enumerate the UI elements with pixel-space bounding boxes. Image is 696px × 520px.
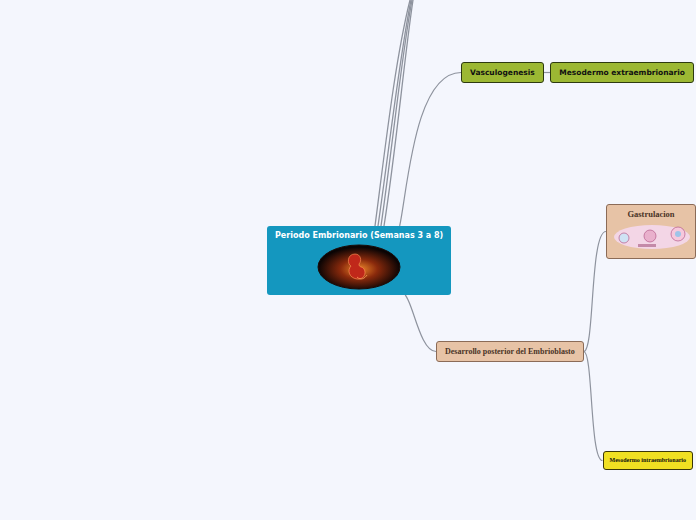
subtopic-box: Mesodermo extraembrionario [550,62,694,83]
topic-box: Vasculogenesis [461,62,544,83]
fetus-illustration [317,244,401,290]
node-label: Vasculogenesis [470,68,535,77]
node-label: Mesodermo intraembrionario [610,457,686,463]
branch-lines-offscreen [375,0,413,226]
central-topic: Periodo Embrionario (Semanas 3 a 8) [267,226,451,295]
branch-connector [405,295,436,352]
node-label: Gastrulacion [615,209,687,219]
branch-connector [400,73,461,227]
node-label: Desarrollo posterior del Embrioblasto [445,347,575,356]
node-label: Periodo Embrionario (Semanas 3 a 8) [275,231,443,240]
gastrulation-illustration [612,223,692,251]
branch-connector [584,232,606,352]
node-label: Mesodermo extraembrionario [559,68,685,77]
topic-box: Desarrollo posterior del Embrioblasto [436,341,584,362]
subtopic-box: Gastrulacion [606,204,696,259]
branch-connector [584,352,603,461]
subtopic-box: Mesodermo intraembrionario [603,451,693,470]
